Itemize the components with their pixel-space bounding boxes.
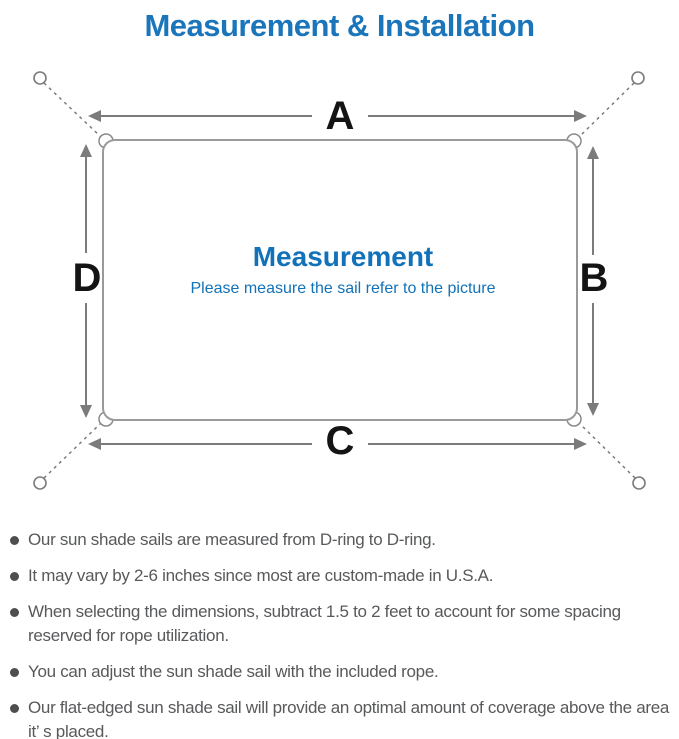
bullet-dot: [10, 572, 19, 581]
bullet-dot: [10, 536, 19, 545]
arrowhead-a-right-icon: [574, 110, 587, 122]
note-text: When selecting the dimensions, subtract …: [28, 602, 621, 645]
dimension-label-bottom: C: [326, 419, 355, 463]
dimension-label-left: D: [73, 256, 102, 300]
arrowhead-d-up-icon: [80, 144, 92, 157]
notes-list: Our sun shade sails are measured from D-…: [0, 520, 679, 739]
arrowhead-a-left-icon: [88, 110, 101, 122]
note-text: Our flat-edged sun shade sail will provi…: [28, 698, 670, 739]
sail-measurement-diagram: A C D B Measurement Please measure the s…: [33, 71, 646, 490]
note-item: You can adjust the sun shade sail with t…: [10, 660, 675, 684]
tether-dashed-line-bottom-right: [579, 423, 636, 479]
bullet-dot: [10, 608, 19, 617]
dimension-label-right: B: [580, 256, 609, 300]
note-text: You can adjust the sun shade sail with t…: [28, 662, 439, 681]
arrowhead-c-left-icon: [88, 438, 101, 450]
arrowhead-d-down-icon: [80, 405, 92, 418]
sail-outline: [102, 139, 578, 421]
anchor-point-icon-bottom-left: [33, 476, 47, 490]
note-text: Our sun shade sails are measured from D-…: [28, 530, 436, 549]
arrowhead-b-down-icon: [587, 403, 599, 416]
anchor-point-icon-top-left: [33, 71, 47, 85]
arrowhead-c-right-icon: [574, 438, 587, 450]
note-item: It may vary by 2-6 inches since most are…: [10, 564, 675, 588]
dimension-label-top: A: [326, 94, 355, 138]
note-item: Our sun shade sails are measured from D-…: [10, 528, 675, 552]
tether-dashed-line-top-left: [43, 82, 102, 138]
bullet-dot: [10, 668, 19, 677]
anchor-point-icon-top-right: [631, 71, 645, 85]
note-text: It may vary by 2-6 inches since most are…: [28, 566, 494, 585]
arrowhead-b-up-icon: [587, 146, 599, 159]
diagram-center-subtitle: Please measure the sail refer to the pic…: [190, 280, 495, 297]
page-title: Measurement & Installation: [144, 8, 535, 43]
bullet-dot: [10, 704, 19, 713]
tether-dashed-line-bottom-left: [43, 423, 101, 479]
note-item: Our flat-edged sun shade sail will provi…: [10, 696, 675, 739]
anchor-point-icon-bottom-right: [632, 476, 646, 490]
note-item: When selecting the dimensions, subtract …: [10, 600, 675, 648]
diagram-center-title: Measurement: [253, 241, 434, 272]
tether-dashed-line-top-right: [578, 82, 635, 138]
